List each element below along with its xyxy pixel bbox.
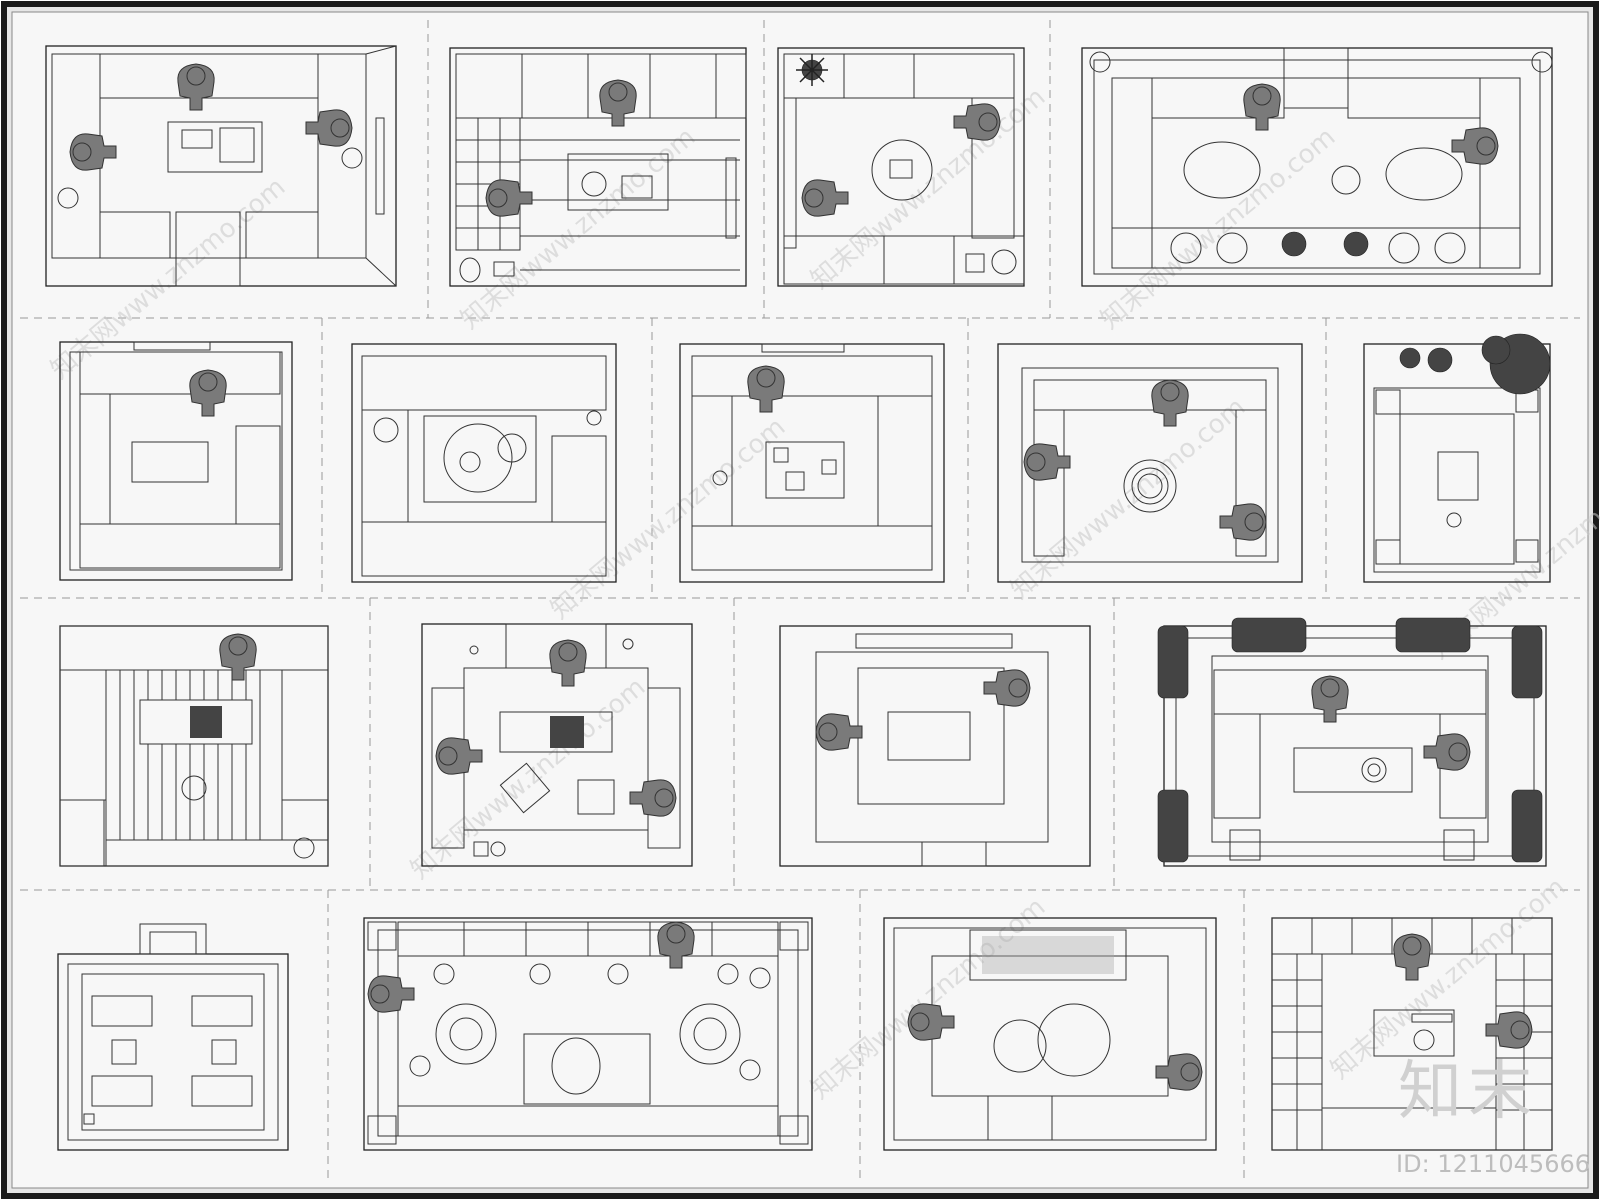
- floorplan-8: [997, 343, 1303, 583]
- floorplan-12: [779, 625, 1091, 867]
- floorplan-15: [363, 917, 813, 1151]
- person-topview-icon: [1485, 1011, 1533, 1049]
- plant-icon: [1157, 617, 1543, 863]
- person-topview-icon: [983, 669, 1031, 707]
- person-topview-icon: [305, 109, 353, 147]
- floorplan-3: [777, 47, 1025, 287]
- person-topview-icon: [815, 713, 863, 751]
- floorplan-6: [351, 343, 617, 583]
- plant-icon: [796, 54, 828, 86]
- floorplan-1: [45, 45, 397, 287]
- people-layer: [69, 63, 1533, 1091]
- person-topview-icon: [801, 179, 849, 217]
- plant-icon: [1281, 231, 1369, 257]
- person-topview-icon: [177, 63, 215, 111]
- person-topview-icon: [907, 1003, 955, 1041]
- person-topview-icon: [435, 737, 483, 775]
- floorplan-13: [1157, 617, 1547, 867]
- person-topview-icon: [629, 779, 677, 817]
- round-table-icon: [871, 139, 933, 201]
- person-topview-icon: [1151, 379, 1189, 427]
- floorplan-17: [1271, 917, 1553, 1151]
- floorplan-10: [59, 625, 329, 867]
- person-topview-icon: [1311, 675, 1349, 723]
- person-topview-icon: [953, 103, 1001, 141]
- person-topview-icon: [1155, 1053, 1203, 1091]
- coffee-table-icon: [167, 121, 263, 173]
- person-topview-icon: [657, 921, 695, 969]
- brand-logo: 知末: [1398, 1055, 1538, 1129]
- person-topview-icon: [549, 639, 587, 687]
- inner-frame: [11, 11, 1589, 1189]
- person-topview-icon: [485, 179, 533, 217]
- round-table-icon: [1123, 459, 1177, 513]
- asset-id-label: ID: 1211045666: [1396, 1150, 1590, 1178]
- floorplan-4: [1081, 47, 1553, 287]
- person-topview-icon: [1023, 443, 1071, 481]
- tile-grid-icon: [1272, 918, 1552, 1150]
- floorplan-14: [57, 923, 289, 1151]
- floorplan-5: [59, 341, 293, 581]
- floorplan-9: [1363, 333, 1551, 583]
- plant-icon: [1399, 333, 1551, 395]
- person-topview-icon: [599, 79, 637, 127]
- rug-stripes-icon: [119, 670, 261, 840]
- floorplan-2: [449, 47, 747, 287]
- person-topview-icon: [747, 365, 785, 413]
- person-topview-icon: [1219, 503, 1267, 541]
- grid-separators: [20, 20, 1580, 1180]
- floorplan-16: [883, 917, 1217, 1151]
- person-topview-icon: [219, 633, 257, 681]
- person-topview-icon: [1451, 127, 1499, 165]
- person-topview-icon: [1423, 733, 1471, 771]
- person-topview-icon: [69, 133, 117, 171]
- floorplan-7: [679, 343, 945, 583]
- person-topview-icon: [367, 975, 415, 1013]
- person-topview-icon: [189, 369, 227, 417]
- person-topview-icon: [1393, 933, 1431, 981]
- person-topview-icon: [1243, 83, 1281, 131]
